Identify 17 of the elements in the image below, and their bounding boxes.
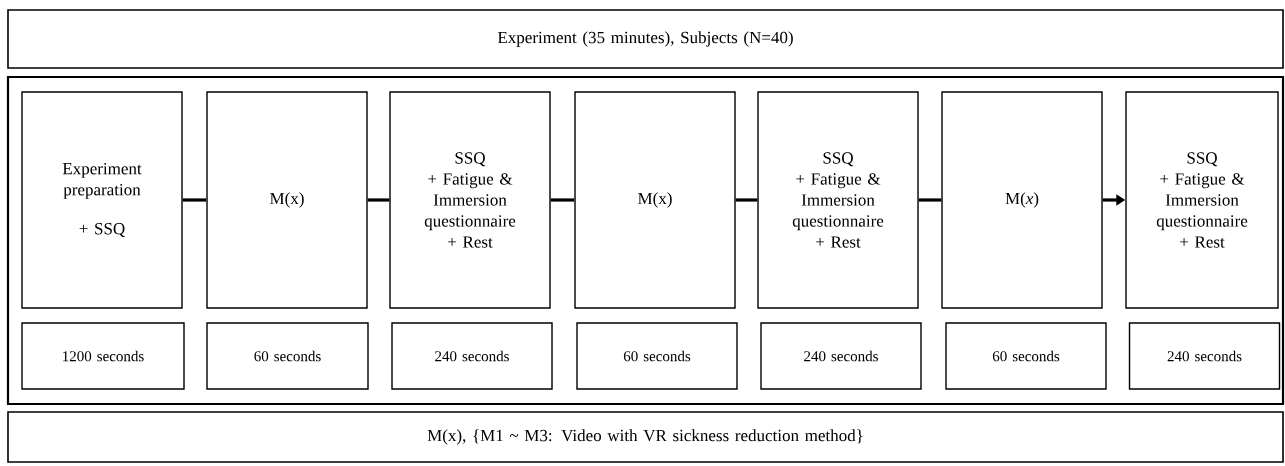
frame-box (6, 75, 1285, 406)
step-box: Experiment preparation + SSQ (21, 91, 183, 309)
duration-box: 60 seconds (206, 322, 369, 390)
header-band: Experiment (35 minutes), Subjects (N=40) (7, 9, 1284, 69)
step-box: M(x) (574, 91, 736, 309)
step-box: M(x) (206, 91, 368, 309)
duration-box: 240 seconds (391, 322, 553, 390)
step-box: SSQ + Fatigue & Immersion questionnaire + Rest (389, 91, 551, 309)
step-box: M(x) (941, 91, 1103, 309)
duration-box: 60 seconds (576, 322, 738, 390)
step-box: SSQ + Fatigue & Immersion questionnaire + Rest (757, 91, 919, 309)
duration-box: 240 seconds (760, 322, 922, 390)
step-box: SSQ + Fatigue & Immersion questionnaire + Rest (1125, 91, 1279, 309)
duration-box: 1200 seconds (21, 322, 185, 390)
duration-box: 240 seconds (1128, 322, 1281, 390)
header-band: M(x), {M1 ~ M3: Video with VR sickness reduction method} (7, 411, 1284, 463)
duration-box: 60 seconds (945, 322, 1107, 390)
